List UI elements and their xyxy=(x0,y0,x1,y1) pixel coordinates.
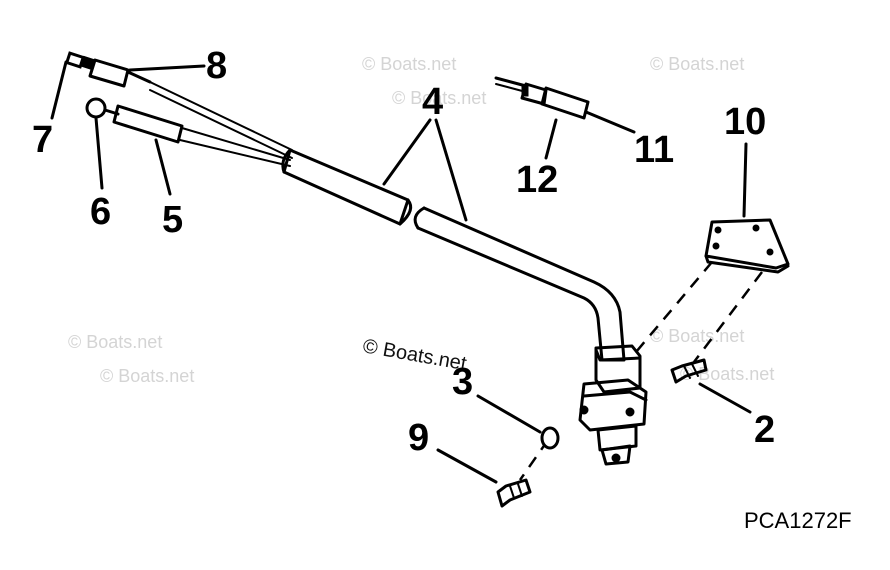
watermark: © Boats.net xyxy=(680,364,774,384)
screw-part-2 xyxy=(670,358,708,384)
wire-leads xyxy=(149,81,293,167)
callout-11: 11 xyxy=(634,129,674,171)
watermark: © Boats.net xyxy=(362,54,456,74)
sleeve-part xyxy=(112,104,184,144)
leader-lines xyxy=(50,60,752,484)
diagram-code: PCA1272F xyxy=(744,508,852,533)
watermark: © Boats.net xyxy=(392,88,486,108)
callout-9: 9 xyxy=(408,417,429,459)
callout-4: 4 xyxy=(422,81,443,123)
callout-10: 10 xyxy=(724,101,766,143)
watermark: © Boats.net xyxy=(650,54,744,74)
ring-terminal-part xyxy=(85,97,120,119)
callout-5: 5 xyxy=(162,199,183,241)
watermark: © Boats.net xyxy=(68,332,162,352)
watermark: © Boats.net xyxy=(650,326,744,346)
bracket-part xyxy=(704,218,790,274)
callout-6: 6 xyxy=(90,191,111,233)
alignment-lines xyxy=(518,261,763,481)
callout-8: 8 xyxy=(206,45,227,87)
connector-part-11-12 xyxy=(494,76,590,120)
callout-12: 12 xyxy=(516,159,558,201)
callout-3: 3 xyxy=(452,361,473,403)
bullet-connector-part xyxy=(64,51,152,88)
screw-part-9 xyxy=(496,478,532,508)
switch-housing xyxy=(578,344,648,466)
callout-7: 7 xyxy=(32,119,53,161)
callout-2: 2 xyxy=(754,409,775,451)
washer-part-3 xyxy=(540,426,560,450)
harness-tube-left xyxy=(281,148,413,226)
watermark: © Boats.net xyxy=(100,366,194,386)
harness-tube-right xyxy=(413,206,626,362)
